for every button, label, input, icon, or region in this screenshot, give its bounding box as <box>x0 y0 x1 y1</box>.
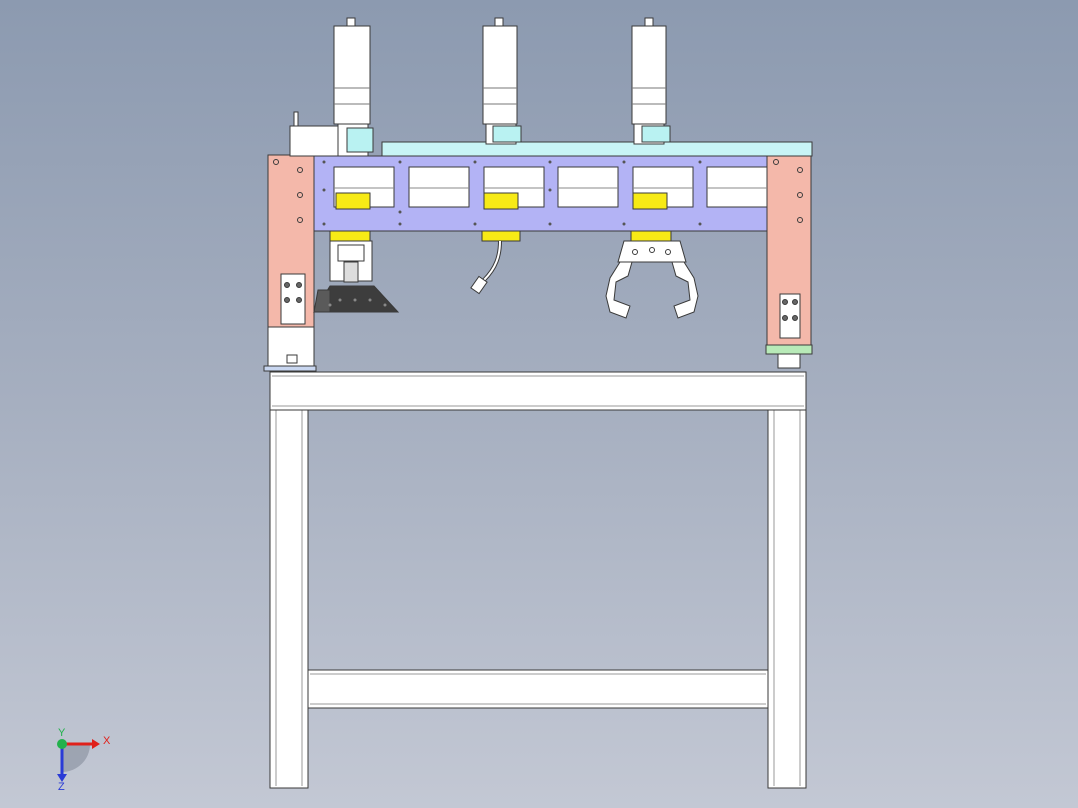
gripper-finger-right <box>671 261 699 319</box>
z-actuator-right <box>631 17 671 145</box>
frame-top-rail <box>269 371 807 411</box>
z-axis-label: Z <box>58 781 65 793</box>
frame-lower-rail <box>307 669 769 709</box>
yellow-brackets <box>329 192 672 242</box>
cross-beam <box>313 155 768 232</box>
suction-tool <box>313 240 400 313</box>
actuator-right-cyan-block <box>641 125 671 143</box>
z-actuator-center <box>482 17 522 145</box>
side-motor-block <box>289 125 339 157</box>
axis-triad-shadow <box>62 744 90 772</box>
gripper-finger-left <box>605 261 633 319</box>
dispensing-nozzle <box>470 240 502 295</box>
top-cover-plate <box>381 141 813 157</box>
axis-triad: X Y Z <box>57 727 111 793</box>
x-axis-arrowhead <box>92 739 100 749</box>
left-foot-plate <box>263 365 317 372</box>
actuator-center-cyan-block <box>492 125 522 143</box>
right-column <box>765 154 813 369</box>
right-green-block <box>765 344 813 355</box>
x-axis-label: X <box>103 735 111 747</box>
z-actuator-left <box>289 17 374 157</box>
right-foot-block <box>777 353 801 369</box>
y-axis-label: Y <box>58 727 66 739</box>
actuator-left-cyan-block <box>346 127 374 153</box>
y-axis-dot <box>57 739 67 749</box>
left-column <box>263 154 317 372</box>
gripper-tool <box>605 240 699 319</box>
base-frame <box>269 371 807 789</box>
z-axis-arrowhead <box>57 774 67 782</box>
